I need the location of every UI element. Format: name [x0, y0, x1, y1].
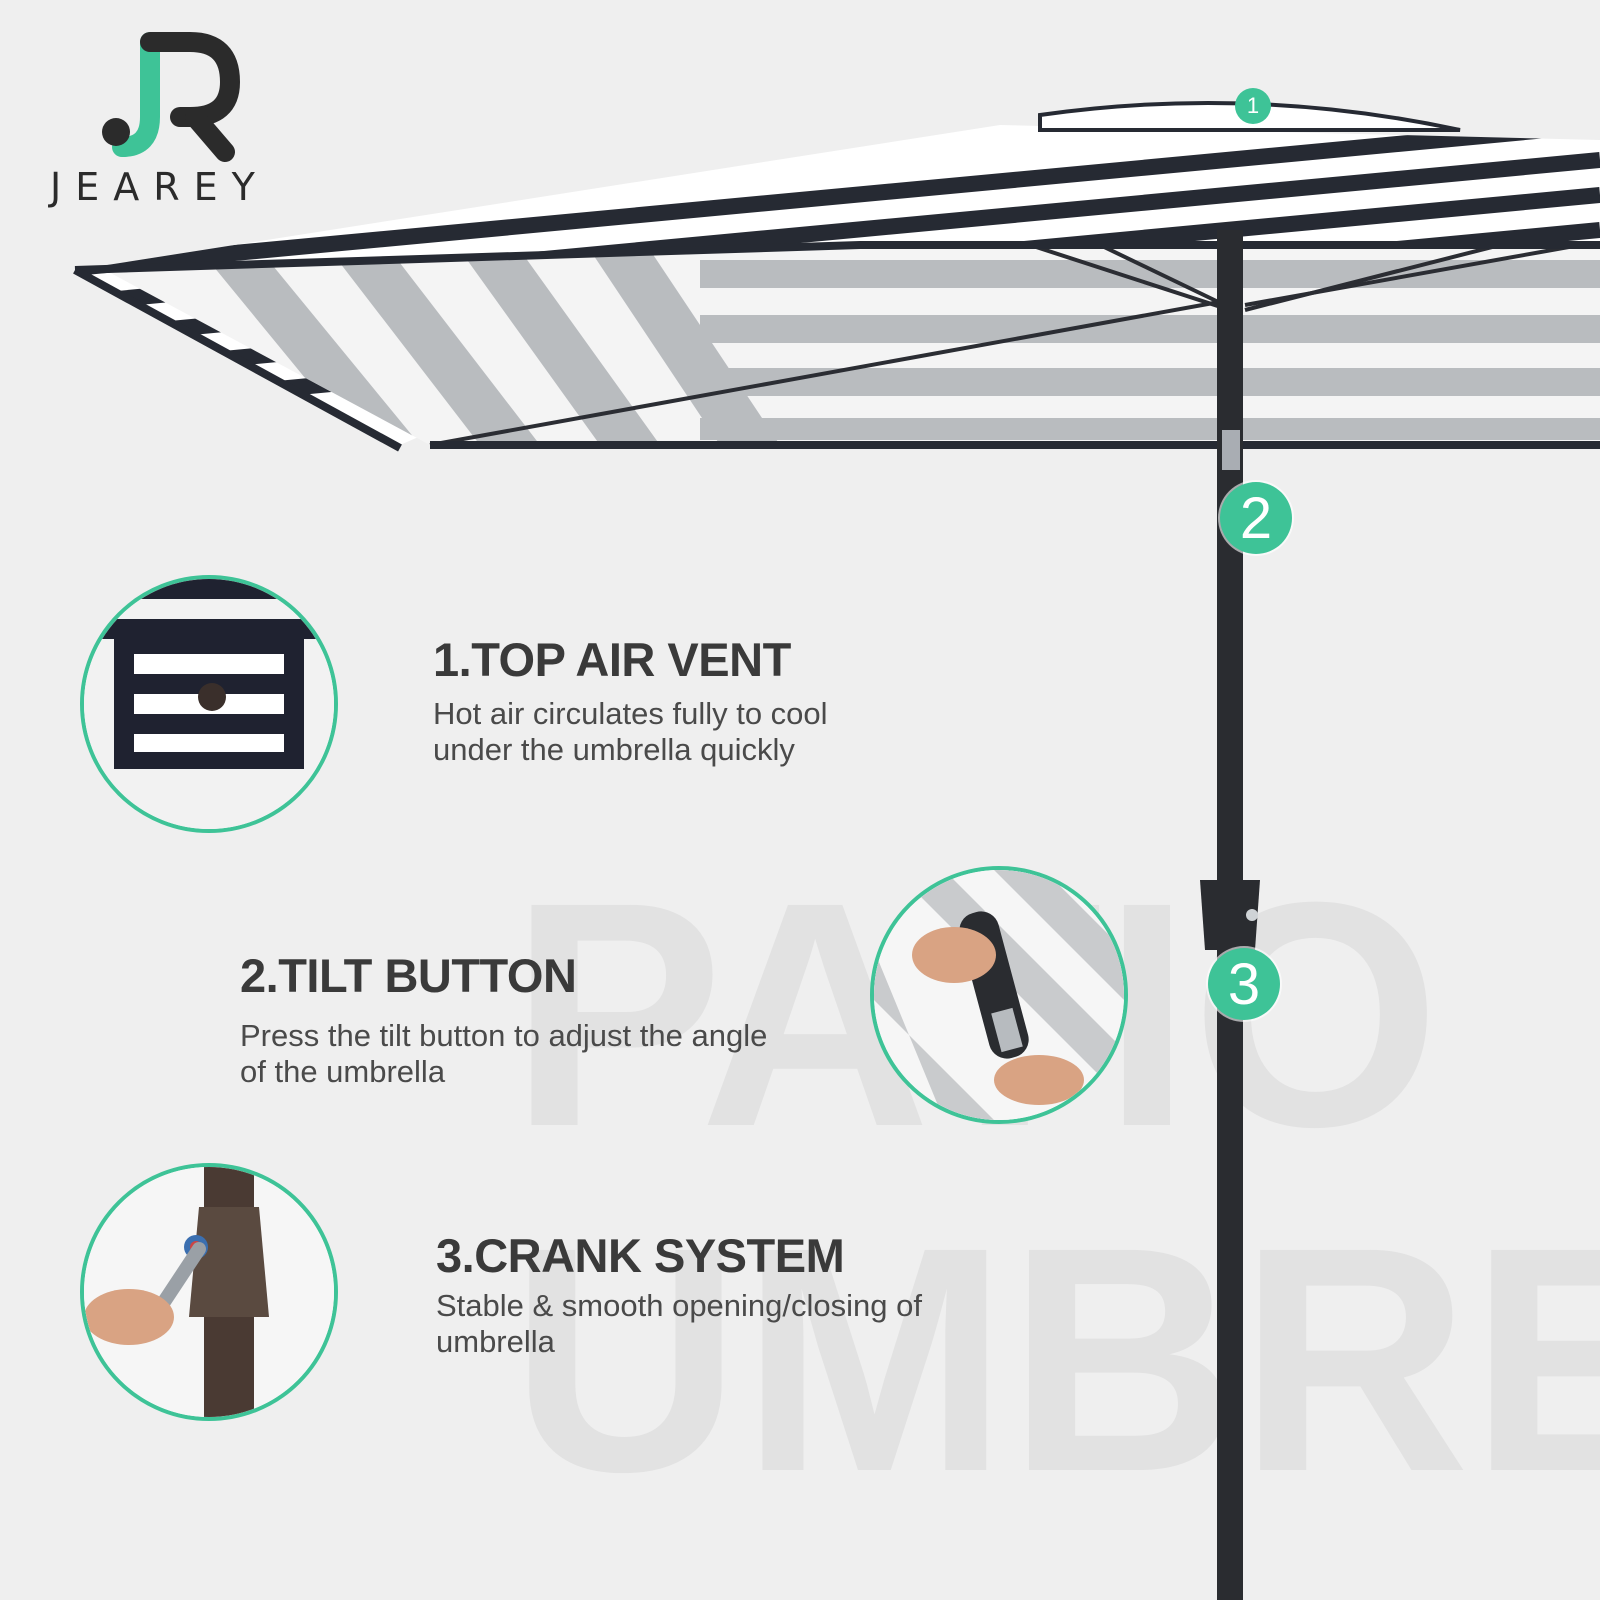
- watermark-line-2: UMBRELLA: [510, 1180, 1600, 1538]
- air-vent-closeup-image: [80, 575, 338, 833]
- tilt-button-closeup-image: [870, 866, 1128, 1124]
- feature-title-air-vent: 1.TOP AIR VENT: [433, 633, 791, 686]
- brand-name: JEAREY: [50, 165, 269, 209]
- feature-title-crank-system: 3.CRANK SYSTEM: [436, 1229, 845, 1282]
- feature-desc-crank-system: Stable & smooth opening/closing of umbre…: [436, 1288, 1036, 1360]
- feature-desc-tilt-button: Press the tilt button to adjust the angl…: [240, 1018, 840, 1090]
- feature-desc-line: of the umbrella: [240, 1054, 446, 1089]
- feature-desc-air-vent: Hot air circulates fully to cool under t…: [433, 696, 1033, 768]
- brand-logo: [102, 32, 241, 162]
- callout-badge-1: 1: [1235, 88, 1271, 124]
- feature-desc-line: Press the tilt button to adjust the angl…: [240, 1018, 768, 1053]
- crank-closeup-image: [80, 1163, 338, 1421]
- feature-desc-line: under the umbrella quickly: [433, 732, 795, 767]
- feature-desc-line: Stable & smooth opening/closing of: [436, 1288, 922, 1323]
- feature-desc-line: umbrella: [436, 1324, 555, 1359]
- callout-badge-2: 2: [1220, 482, 1292, 554]
- feature-title-tilt-button: 2.TILT BUTTON: [240, 949, 577, 1002]
- feature-desc-line: Hot air circulates fully to cool: [433, 696, 828, 731]
- callout-badge-3: 3: [1208, 948, 1280, 1020]
